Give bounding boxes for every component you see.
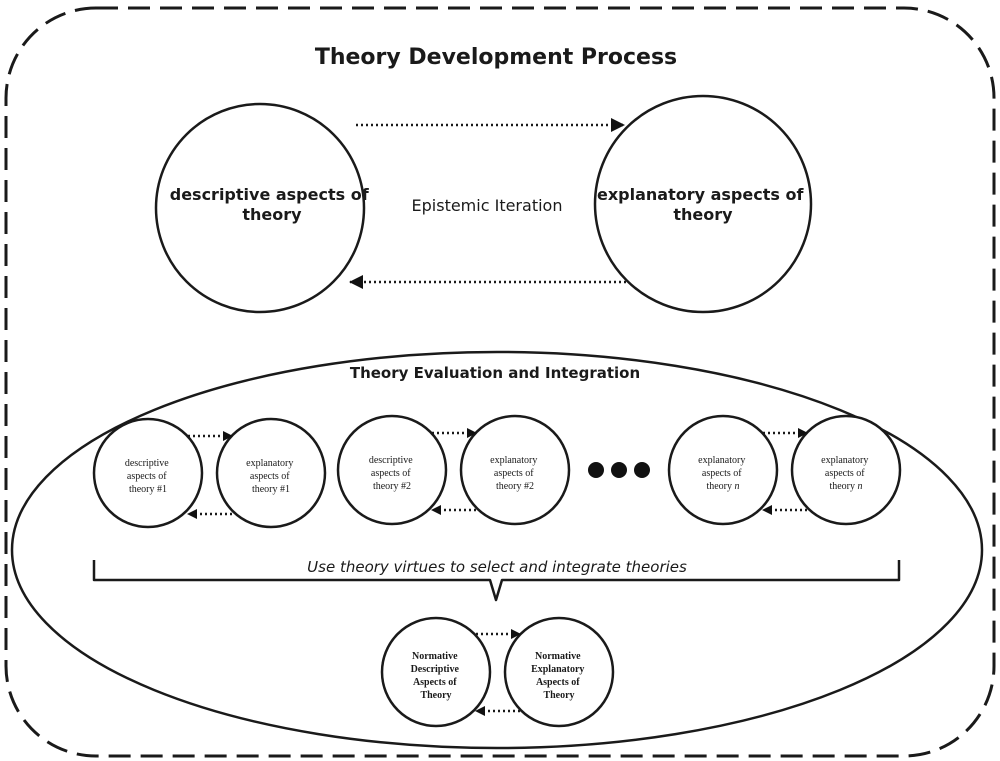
pairn-right-circle xyxy=(790,414,902,526)
pair2-explanatory-label: explanatory aspects of theory #2 xyxy=(490,455,540,492)
pair1-descriptive-label: descriptive aspects of theory #1 xyxy=(125,458,171,495)
descriptive-aspects-circle xyxy=(154,102,366,314)
pair2-descriptive-circle xyxy=(336,414,448,526)
explanatory-aspects-circle xyxy=(593,94,813,314)
pairn-left-circle xyxy=(667,414,779,526)
pair1-explanatory-label: explanatory aspects of theory #1 xyxy=(246,458,296,495)
pairn-left-label: explanatory aspects of theory n xyxy=(698,455,748,492)
ellipsis-dot-2 xyxy=(611,462,627,478)
pair1-explanatory-circle xyxy=(215,417,327,529)
ellipsis-dot-3 xyxy=(634,462,650,478)
evaluation-title: Theory Evaluation and Integration xyxy=(350,364,640,382)
page-title: Theory Development Process xyxy=(315,45,677,70)
normative-descriptive-label: Normative Descriptive Aspects of Theory xyxy=(411,651,462,701)
selection-bracket xyxy=(92,560,901,602)
pairn-right-label: explanatory aspects of theory n xyxy=(821,455,871,492)
normative-explanatory-label: Normative Explanatory Aspects of Theory xyxy=(531,651,587,701)
pair2-descriptive-label: descriptive aspects of theory #2 xyxy=(369,455,415,492)
descriptive-aspects-label: descriptive aspects of theory xyxy=(170,185,375,224)
explanatory-aspects-label: explanatory aspects of theory xyxy=(597,185,809,224)
evaluation-ellipse xyxy=(10,350,984,750)
outer-dashed-boundary xyxy=(4,6,996,758)
normative-explanatory-circle xyxy=(503,616,615,728)
virtues-label: Use theory virtues to select and integra… xyxy=(307,558,687,576)
ellipsis-dot-1 xyxy=(588,462,604,478)
normative-descriptive-circle xyxy=(380,616,492,728)
pair1-descriptive-circle xyxy=(92,417,204,529)
pair2-explanatory-circle xyxy=(459,414,571,526)
epistemic-iteration-label: Epistemic Iteration xyxy=(412,196,563,215)
